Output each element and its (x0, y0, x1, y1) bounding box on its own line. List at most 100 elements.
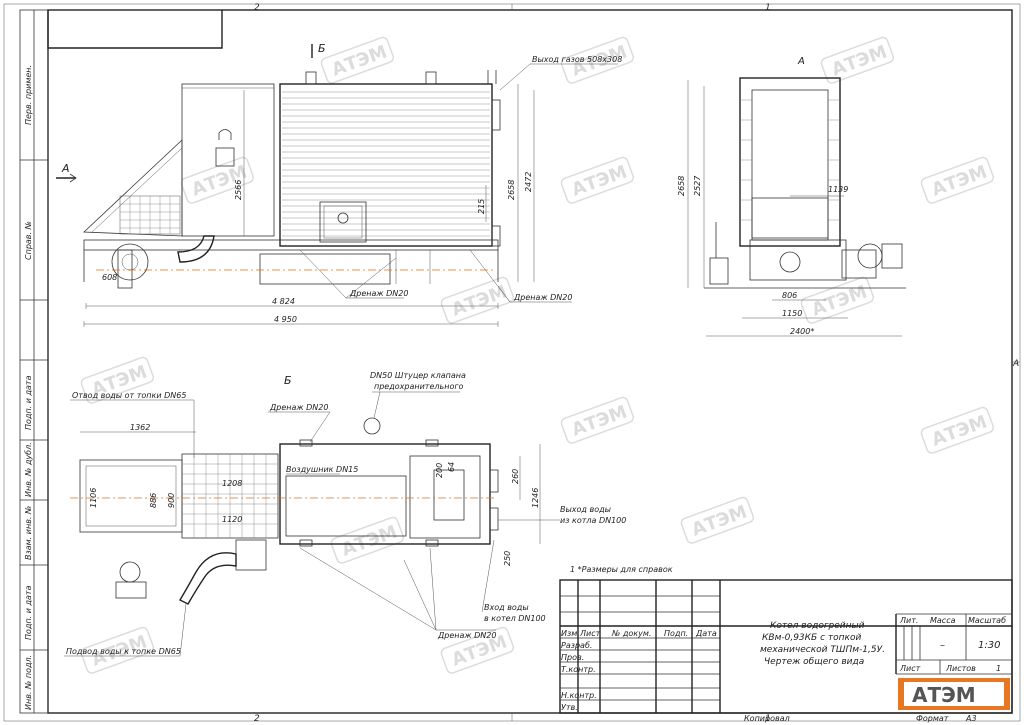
atem-logo: АТЭМ (898, 678, 1010, 710)
zone-top-left: 2 (254, 3, 260, 13)
watermark-text: АТЭМ (569, 401, 630, 440)
tb-row-utv: Утв. (561, 703, 578, 712)
watermark-text: АТЭМ (689, 501, 750, 540)
tb-format-value: A3 (965, 714, 977, 723)
tb-col-list: Лист (579, 629, 601, 638)
tb-sheets-value: 1 (996, 664, 1001, 673)
tb-massa: Масса (930, 616, 956, 625)
dim-4824: 4 824 (272, 297, 295, 306)
top-view: Б 13 (64, 371, 626, 657)
zone-bottom-left: 2 (254, 714, 260, 724)
inner-frame (47, 9, 1013, 714)
section-b-marker: Б (318, 42, 326, 55)
callout-water-to-furnace: Подвод воды к топке DN65 (66, 647, 181, 656)
callout-water-in-2: в котел DN100 (484, 614, 546, 623)
tb-format: Формат (916, 714, 949, 723)
side-view: A 2658 2527 1139 806 1150 (677, 56, 906, 337)
tb-col-sign: Подп. (664, 629, 688, 638)
tb-title-line4: Чертеж общего вида (764, 657, 864, 667)
callout-water-out-1: Выход воды (560, 505, 611, 514)
side-dim-2400: 2400* (790, 327, 814, 336)
side-dim-1150: 1150 (782, 309, 802, 318)
zone-top-right: 1 (765, 3, 771, 13)
valve-fitting-icon (363, 417, 381, 435)
side-dim-2658: 2658 (677, 176, 686, 196)
tb-title-line1: Котел водогрейный (770, 621, 865, 631)
dim-4950: 4 950 (274, 315, 297, 324)
tb-col-date: Дата (695, 629, 717, 638)
top-dim-900: 900 (167, 493, 176, 508)
side-dim-1139: 1139 (828, 185, 848, 194)
callout-valve-fitting-2: предохранительного (374, 382, 464, 391)
top-left-box (47, 10, 223, 49)
callout-water-from-furnace: Отвод воды от топки DN65 (72, 391, 186, 400)
side-label-6: Подп. и дата (24, 585, 33, 640)
tb-massa-value: – (940, 640, 945, 651)
watermark-text: АТЭМ (569, 161, 630, 200)
front-view: Б A 2566 2658 2472 215 608 4 824 4 950 В… (56, 42, 622, 327)
watermark-text: АТЭМ (929, 161, 990, 200)
zone-bottom-right: 1 (765, 714, 771, 724)
tb-title-line2: КВм-0,93КБ с топкой (762, 633, 861, 643)
watermark-text: АТЭМ (829, 41, 890, 80)
callout-drain-top: Дренаж DN20 (269, 403, 328, 412)
boiler-door (319, 201, 367, 243)
watermark-text: АТЭМ (809, 281, 870, 320)
side-label-2: Справ. № (24, 221, 33, 260)
tb-copied: Копировал (744, 714, 790, 723)
top-dim-1106: 1106 (89, 488, 98, 508)
top-dim-64: 64 (447, 462, 456, 472)
dim-2658: 2658 (507, 180, 516, 200)
side-base (749, 239, 847, 281)
view-a-marker: A (61, 162, 70, 175)
top-fan (119, 561, 141, 583)
side-label-7: Инв. № подл. (24, 655, 33, 710)
side-fan (857, 243, 883, 269)
dim-608: 608 (102, 273, 117, 282)
logo-text: АТЭМ (912, 683, 976, 707)
callout-drain-front-2: Дренаж DN20 (513, 293, 572, 302)
side-label-3: Подп. и дата (24, 375, 33, 430)
watermark-grid: АТЭМ АТЭМ АТЭМ АТЭМ АТЭМ АТЭМ АТЭМ АТЭМ … (80, 36, 995, 674)
top-dim-886: 886 (149, 493, 158, 508)
side-boiler-body (739, 77, 841, 247)
top-dim-1362: 1362 (130, 423, 150, 432)
tb-title-line3: механической ТШПм-1,5У. (760, 645, 885, 655)
air-duct (177, 235, 215, 263)
top-dim-250: 250 (503, 551, 512, 566)
top-dim-1120: 1120 (222, 515, 242, 524)
top-view-label: Б (284, 374, 292, 387)
callout-water-in-1: Вход воды (484, 603, 529, 612)
callout-gas-outlet: Выход газов 508х308 (532, 55, 622, 64)
tb-scale-value: 1:30 (978, 640, 1000, 651)
callout-air-vent: Воздушник DN15 (286, 465, 358, 474)
drawing-note: 1 *Размеры для справок (570, 565, 673, 574)
tb-row-prov: Пров. (561, 653, 584, 662)
watermark-text: АТЭМ (929, 411, 990, 450)
top-fitting (425, 71, 437, 85)
dim-215: 215 (477, 199, 486, 214)
callout-valve-fitting-1: DN50 Штуцер клапана (370, 371, 466, 380)
title-block: Изм. Лист № докум. Подп. Дата Разраб. Пр… (559, 579, 1013, 714)
hopper-door-icon (215, 147, 235, 167)
top-dim-1208: 1208 (222, 479, 242, 488)
zone-right: A (1012, 359, 1019, 369)
side-label-1: Перв. примен. (24, 65, 33, 125)
boiler-body (279, 83, 493, 247)
tb-masshtab: Масштаб (968, 616, 1006, 625)
top-dim-1246: 1246 (531, 488, 540, 508)
dim-2472: 2472 (524, 172, 533, 192)
base-frame (83, 239, 499, 251)
top-duct (179, 552, 237, 605)
boiler-top (279, 443, 491, 545)
tb-sheets: Листов (945, 664, 976, 673)
top-dim-260: 260 (511, 469, 520, 484)
hopper (181, 83, 275, 237)
tb-sheet: Лист (899, 664, 921, 673)
dim-2566: 2566 (234, 180, 243, 200)
top-fitting (305, 71, 317, 85)
watermark-text: АТЭМ (339, 521, 400, 560)
callout-drain-front-1: Дренаж DN20 (349, 289, 408, 298)
tb-row-razrab: Разраб. (561, 641, 592, 650)
